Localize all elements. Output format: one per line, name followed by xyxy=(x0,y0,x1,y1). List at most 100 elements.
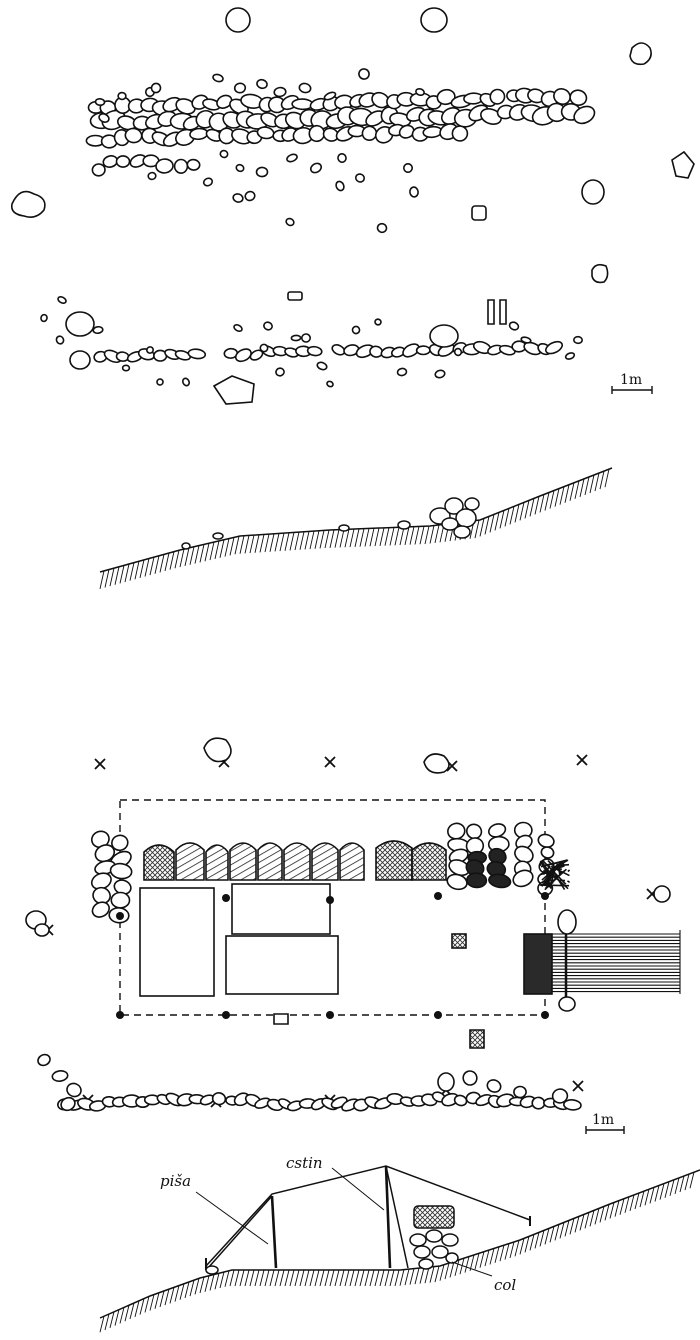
hatch-line xyxy=(285,533,289,551)
bottom-scale-bar: 1m xyxy=(586,1112,624,1134)
stone xyxy=(90,899,112,920)
stone xyxy=(316,361,328,371)
loom-dense-part xyxy=(524,934,552,994)
hatch-line xyxy=(475,520,479,538)
boulder xyxy=(66,312,94,336)
hatch-line xyxy=(645,1189,649,1205)
front-stone-row xyxy=(36,1053,581,1114)
hatch-line xyxy=(655,1185,659,1201)
boulder xyxy=(654,886,670,902)
top-plan-view: 1m xyxy=(12,8,694,404)
hatched-slab xyxy=(312,843,338,880)
hatch-line xyxy=(450,1261,454,1277)
bedding-slab-left xyxy=(140,888,214,996)
hatch-line xyxy=(525,1236,529,1252)
stone xyxy=(95,98,105,105)
stone xyxy=(110,862,133,880)
hatch-line xyxy=(165,1289,169,1305)
hatch-line xyxy=(495,512,499,530)
hatch-line xyxy=(130,563,134,581)
hatch-line xyxy=(310,1270,314,1286)
stone xyxy=(65,1081,83,1098)
hatch-line xyxy=(380,528,384,546)
hatch-line xyxy=(430,526,434,544)
hatch-line xyxy=(140,560,144,578)
hatch-line xyxy=(300,532,304,550)
hatch-line xyxy=(370,1270,374,1286)
hatch-line xyxy=(150,1295,154,1311)
stone xyxy=(351,325,360,334)
hatch-line xyxy=(220,1272,224,1288)
stone xyxy=(417,346,431,355)
hatch-line xyxy=(125,1305,129,1321)
hatch-line xyxy=(140,1299,144,1315)
stone xyxy=(93,326,103,334)
hatch-line xyxy=(385,1270,389,1286)
hatch-line xyxy=(410,527,414,545)
hatch-line xyxy=(190,1280,194,1296)
loom-weight-stone xyxy=(558,910,576,934)
stone xyxy=(354,173,365,184)
hatched-slab xyxy=(206,845,228,880)
scribble-mark xyxy=(540,885,569,886)
hatch-line xyxy=(360,1270,364,1286)
ground-hatching xyxy=(100,1172,694,1332)
hatch-line xyxy=(360,529,364,547)
hatch-line xyxy=(500,510,504,528)
hatch-line xyxy=(375,528,379,546)
hatch-line xyxy=(540,494,544,512)
stone xyxy=(92,164,105,177)
hatch-line xyxy=(540,1230,544,1246)
post-hole xyxy=(222,894,230,902)
scribble-mark xyxy=(567,881,569,883)
hatch-line xyxy=(135,561,139,579)
hatch-line xyxy=(300,1270,304,1286)
post-hole xyxy=(541,1011,549,1019)
hatch-line xyxy=(355,1270,359,1286)
hatch-line xyxy=(465,1257,469,1273)
label-pisa: piša xyxy=(160,1172,191,1190)
small-post-marker xyxy=(472,206,486,220)
hatch-line xyxy=(365,528,369,546)
hatch-line xyxy=(290,532,294,550)
hatch-line xyxy=(240,536,244,554)
hatch-line xyxy=(345,529,349,547)
hatch-line xyxy=(285,1270,289,1286)
hatch-line xyxy=(280,533,284,551)
stone-slab-hatched xyxy=(414,1206,454,1228)
scribble-mark xyxy=(568,870,570,872)
hatch-line xyxy=(490,514,494,532)
hatch-line xyxy=(685,1174,689,1190)
hatch-line xyxy=(550,1226,554,1242)
stone xyxy=(326,380,334,387)
hatch-line xyxy=(615,1201,619,1217)
hatch-line xyxy=(160,1291,164,1307)
hatch-line xyxy=(385,528,389,546)
hatch-line xyxy=(575,481,579,499)
hatch-line xyxy=(435,525,439,543)
hatch-line xyxy=(180,549,184,567)
boulder xyxy=(630,43,651,64)
hatch-line xyxy=(480,1252,484,1268)
stone xyxy=(212,73,224,82)
hatch-line xyxy=(440,1265,444,1281)
stone xyxy=(118,93,126,100)
hatch-line xyxy=(680,1176,684,1192)
hatch-line xyxy=(620,1199,624,1215)
hatch-line xyxy=(245,1270,249,1286)
stone xyxy=(446,822,466,841)
hatch-line xyxy=(605,1204,609,1220)
hatch-line xyxy=(290,1270,294,1286)
hatch-line xyxy=(545,493,549,511)
hatch-line xyxy=(230,537,234,555)
hatch-line xyxy=(350,1270,354,1286)
stone xyxy=(187,159,201,171)
post-hole xyxy=(222,1011,230,1019)
stone xyxy=(36,1053,52,1068)
boulder xyxy=(424,754,449,773)
hatch-line xyxy=(325,1270,329,1286)
stone xyxy=(123,365,130,371)
stone xyxy=(488,873,512,889)
hatch-line xyxy=(600,471,604,489)
stone xyxy=(397,368,407,376)
